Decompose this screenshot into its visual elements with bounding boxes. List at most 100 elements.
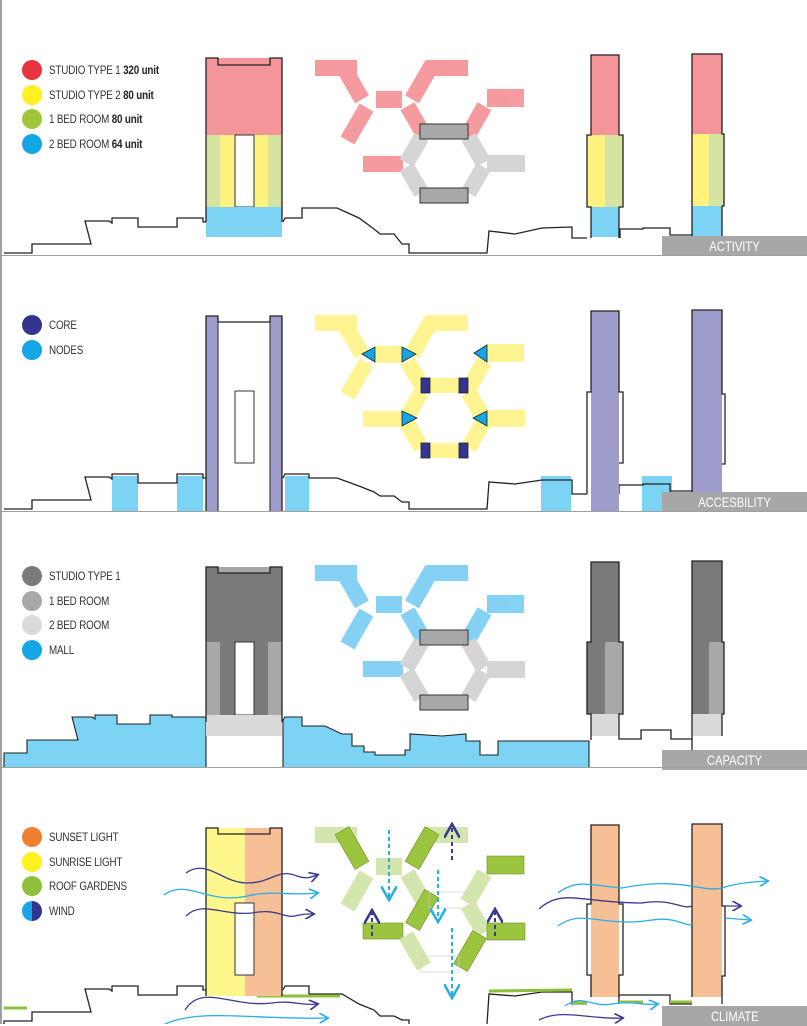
activity-diagram (4, 53, 725, 254)
legend-swatch-icon (22, 827, 42, 848)
atrium-void (234, 641, 255, 716)
plan-core (419, 694, 469, 711)
atrium-void (234, 390, 255, 464)
panel-tag-accesibility: ACCESBILITY (662, 492, 807, 512)
legend-label: 2 BED ROOM (49, 618, 110, 633)
legend-item: 2 BED ROOM 64 unit (22, 132, 183, 157)
roof-gardens-skyline (4, 988, 692, 1010)
plan-wing (461, 133, 491, 167)
tower-outline (691, 560, 725, 757)
wind-arrow-icon (538, 1015, 622, 1020)
node-marker-icon (472, 410, 488, 427)
floor-1bed (206, 642, 220, 715)
panel-climate: SUNSET LIGHT SUNRISE LIGHT ROOF GARDENS … (0, 768, 807, 1026)
roof-notch (218, 567, 270, 573)
node-marker-icon (401, 410, 418, 427)
plan-wing (363, 411, 403, 427)
plan-hex-gray (399, 123, 525, 204)
plan-capacity (315, 565, 524, 677)
panel-tag-climate: CLIMATE (662, 1006, 807, 1026)
panel-activity: STUDIO TYPE 1 320 unit STUDIO TYPE 2 80 … (0, 0, 807, 256)
legend-swatch-icon (22, 851, 42, 872)
legend-swatch-icon (22, 109, 42, 130)
node-marker-icon (361, 346, 376, 363)
plan-activity (315, 60, 524, 172)
panel-divider (2, 511, 807, 512)
tower-c (691, 309, 726, 512)
legend-swatch-icon (22, 339, 42, 360)
plan-wing (461, 418, 491, 452)
legend-label: CORE (49, 318, 77, 333)
wind-arrow-icon (557, 918, 750, 926)
legend-swatch-icon (22, 133, 42, 154)
legend-swatch-icon (22, 590, 42, 611)
legend-accesibility: CORE NODES (22, 313, 91, 362)
skyline-outline (282, 985, 410, 1024)
legend-item: WIND (22, 899, 144, 924)
floor-studio1 (206, 58, 282, 135)
legend-item: ROOF GARDENS (22, 874, 144, 899)
floor-studio1 (692, 54, 722, 134)
tower-c (691, 823, 726, 1004)
tower-outline (205, 57, 283, 222)
plan-wing (399, 668, 429, 702)
floor-studio1 (591, 562, 619, 642)
legend-label: ROOF GARDENS (49, 879, 127, 894)
legend-item: 1 BED ROOM 80 unit (22, 107, 183, 132)
panel-accesibility: CORE NODES ACCESBILITY (0, 256, 807, 512)
legend-label: 1 BED ROOM 80 unit (49, 112, 143, 127)
tower-b (586, 824, 624, 997)
plan-wing (340, 358, 374, 400)
tower-a (205, 315, 283, 512)
core-shaft (270, 316, 282, 512)
horizontal-wind (163, 867, 767, 1024)
wind-arrow-icon (564, 1001, 657, 1006)
vertical-wind-arrows (372, 826, 495, 996)
tower-outline (691, 823, 726, 1004)
plan-wing (340, 608, 374, 650)
tower-a (205, 566, 283, 736)
plan-wing (461, 901, 491, 937)
skyline-outline (282, 207, 587, 254)
plan-core (419, 187, 469, 204)
tower-c (691, 53, 725, 236)
legend-label: MALL (49, 642, 75, 657)
tower-outline (586, 824, 624, 997)
legend-item: SUNSET LIGHT (22, 825, 144, 850)
core-marker (458, 442, 469, 459)
plan-outline (420, 955, 460, 973)
tower-b (586, 561, 692, 740)
wind-arrow-icon (557, 881, 767, 894)
core-marker (420, 377, 431, 394)
skyline-outline (619, 227, 692, 238)
wind-arrow-icon (184, 996, 317, 1011)
legend-capacity: STUDIO TYPE 1 1 BED ROOM 2 BED ROOM MALL (22, 564, 136, 662)
legend-item: CORE (22, 313, 91, 338)
legend-swatch-icon (22, 639, 42, 660)
tower-a (205, 827, 283, 996)
legend-item: 1 BED ROOM (22, 589, 136, 614)
legend-swatch-icon (22, 900, 42, 921)
floor-2bed (692, 714, 722, 736)
floor-studio1 (591, 55, 619, 135)
mall-area (3, 714, 207, 768)
plan-climate (315, 826, 526, 973)
roof-garden (486, 922, 526, 941)
floor-studio1 (692, 561, 722, 642)
plan-wing (461, 668, 491, 702)
floor-2bed (206, 207, 282, 237)
legend-swatch-icon (22, 615, 42, 636)
roof-garden-strip (488, 988, 573, 993)
floor-1bed (709, 642, 724, 714)
tower-outline (586, 310, 624, 494)
node-marker-icon (473, 344, 488, 363)
plan-wing (340, 870, 374, 912)
legend-label: NODES (49, 342, 84, 357)
mall-block (285, 476, 309, 512)
legend-item: STUDIO TYPE 2 80 unit (22, 83, 183, 108)
plan-wing (376, 346, 402, 363)
climate-diagram (3, 768, 807, 1024)
plan-wing (335, 60, 369, 104)
floor-2bed (591, 714, 619, 736)
plan-wing (340, 103, 374, 145)
